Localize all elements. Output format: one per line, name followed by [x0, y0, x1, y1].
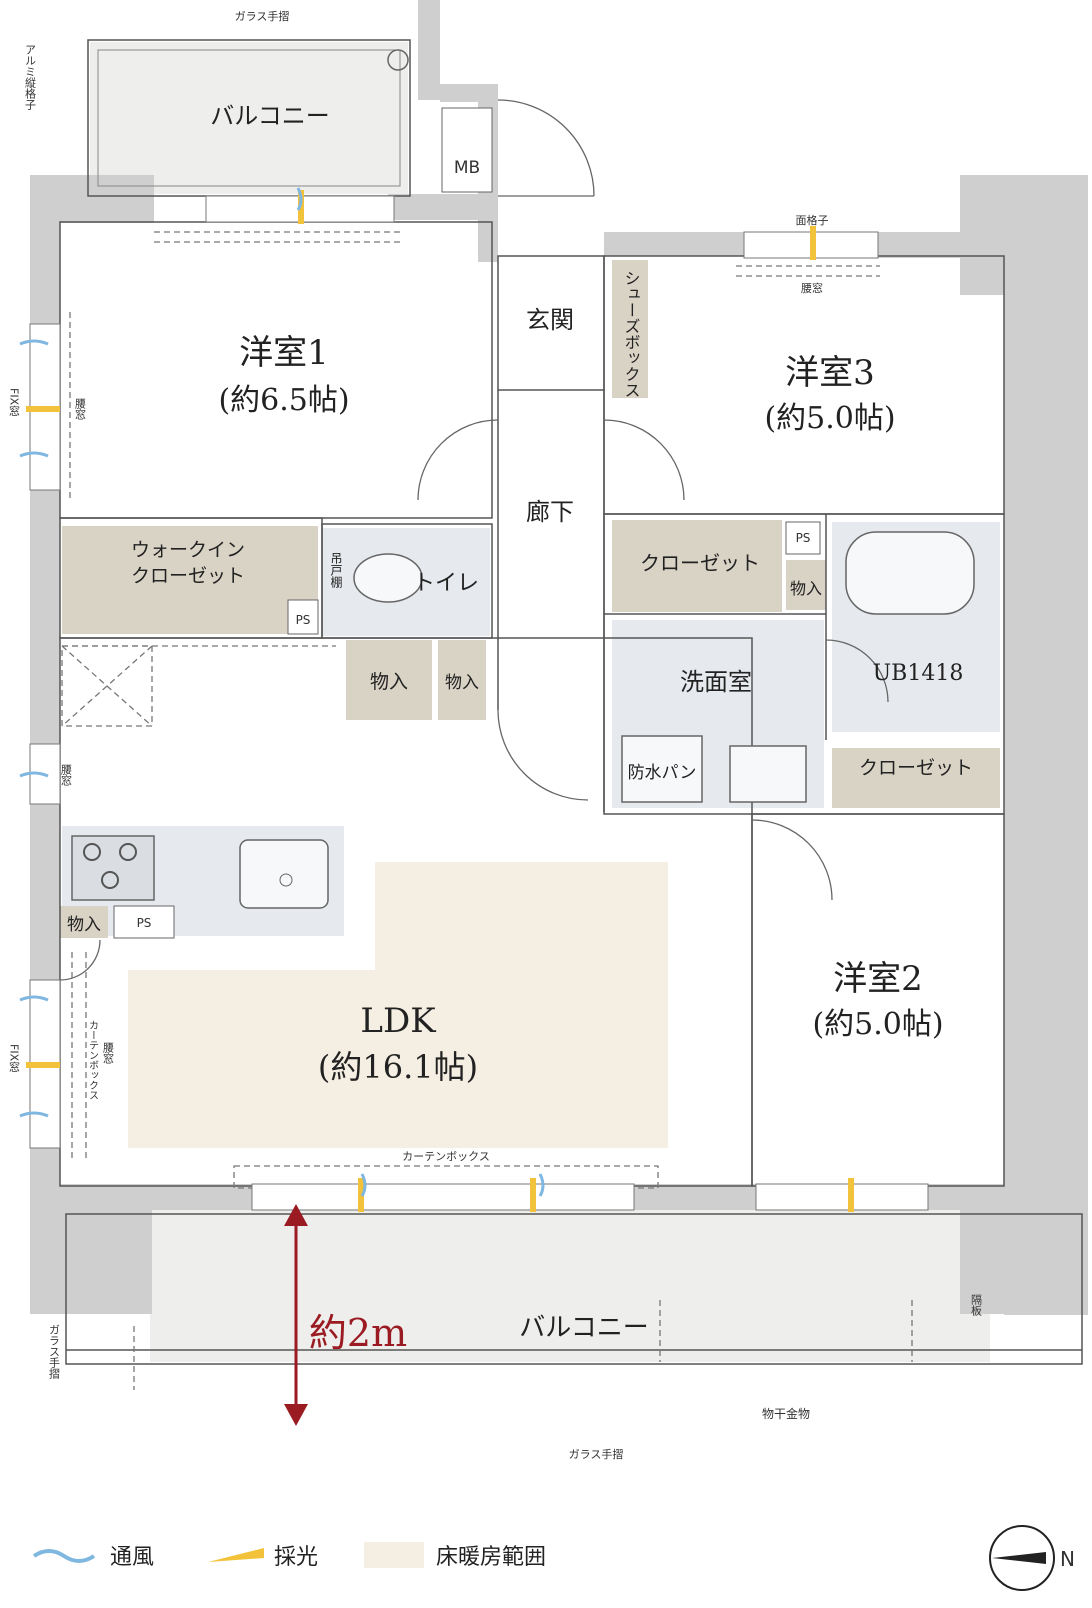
compass: N — [989, 1525, 1075, 1591]
stove — [71, 835, 155, 901]
walkin-label-2: クローゼット — [131, 565, 245, 587]
ps2-label: PS — [796, 531, 811, 545]
glass-rail-top: ガラス手摺 — [235, 9, 290, 23]
ps3-label: PS — [137, 916, 152, 930]
interior-walls — [59, 39, 1083, 1365]
top-rail — [97, 49, 401, 187]
burners — [83, 843, 137, 889]
room2-size: (約5.0帖) — [812, 1007, 943, 1042]
legend-wind: 通風 — [110, 1545, 154, 1570]
depth-arrow — [284, 1204, 308, 1426]
north-arrow-icon — [992, 1552, 1046, 1564]
window-room2 — [755, 1183, 929, 1211]
legend: 通風 採光 床暖房範囲 — [32, 1542, 546, 1570]
legend-floor-heating: 床暖房範囲 — [436, 1545, 546, 1570]
ps1-label: PS — [296, 613, 311, 627]
storage-small-floor — [786, 560, 826, 610]
mb-label: MB — [454, 158, 480, 178]
walls — [30, 0, 1088, 1315]
hallway-label: 廊下 — [526, 498, 574, 526]
ldk-size: (約16.1帖) — [318, 1048, 478, 1086]
closet2-floor — [832, 748, 1000, 808]
storage1-label: 物入 — [370, 671, 408, 693]
room1-size: (約6.5帖) — [218, 383, 349, 418]
washroom-label: 洗面室 — [680, 668, 752, 696]
shoebox-floor — [612, 260, 648, 398]
storage1-floor — [346, 640, 432, 720]
storage-small-label: 物入 — [790, 579, 822, 598]
face-lattice: 面格子 — [796, 213, 829, 227]
waterproof-pan — [621, 735, 703, 803]
toilet-shelf-label: 吊戸棚 — [329, 552, 343, 589]
kitchen-storage-floor — [58, 906, 108, 938]
alumi-lattice: アルミ縦格子 — [24, 44, 37, 110]
storage2-label: 物入 — [445, 673, 479, 693]
waist-window-3: 腰窓 — [801, 281, 823, 295]
genkan-label: 玄関 — [526, 306, 574, 334]
bath-label: UB1418 — [873, 661, 964, 686]
fix-window-1: FIX窓 — [8, 388, 21, 416]
walkin-closet-floor — [62, 526, 318, 634]
storage2-floor — [438, 640, 486, 720]
bathtub — [845, 531, 975, 615]
wash-basin — [729, 745, 807, 803]
glass-rail-left: ガラス手摺 — [48, 1324, 61, 1380]
ps2-box — [785, 521, 821, 555]
partition: 隔板 — [970, 1294, 983, 1317]
wind-markers — [19, 187, 545, 1197]
walkin-label-1: ウォークイン — [131, 539, 245, 561]
dashed-lines — [61, 231, 913, 1390]
compass-north: N — [1060, 1547, 1075, 1571]
ps3-box — [113, 905, 175, 939]
light-legend-icon — [208, 1548, 264, 1562]
kitchen-storage-label: 物入 — [67, 915, 101, 935]
ldk-name: LDK — [360, 1001, 436, 1041]
sink-drain — [279, 873, 293, 887]
ps1-box — [287, 599, 319, 635]
floor-heating-area — [128, 862, 668, 1148]
balcony-top-floor — [90, 42, 408, 194]
room3-size: (約5.0帖) — [764, 401, 895, 436]
depth-label: 約2m — [309, 1311, 407, 1355]
waist-window-ldk: 腰窓 — [102, 1042, 115, 1064]
closet3-label: クローゼット — [640, 551, 760, 575]
room1-name: 洋室1 — [239, 333, 329, 373]
floor-heating-legend-icon — [364, 1542, 424, 1568]
fix-window-2: FIX窓 — [8, 1044, 21, 1072]
balcony-bottom-label: バルコニー — [519, 1313, 648, 1343]
shoebox-label: シューズボックス — [622, 270, 641, 398]
doors — [59, 99, 889, 981]
room3-name: 洋室3 — [785, 353, 875, 393]
legend-light: 採光 — [274, 1545, 318, 1570]
closet2-label: クローゼット — [859, 757, 973, 779]
toilet-label: トイレ — [413, 571, 479, 596]
mb-box — [441, 107, 493, 193]
drying-hardware: 物干金物 — [762, 1406, 810, 1421]
waist-window-kitchen: 腰窓 — [60, 764, 73, 786]
balcony-top-label: バルコニー — [210, 102, 330, 130]
room2-name: 洋室2 — [833, 959, 923, 999]
drain-top — [387, 49, 409, 71]
window-ldk — [251, 1183, 635, 1211]
toilet-bowl — [353, 553, 423, 603]
curtain-box: カーテンボックス — [402, 1150, 490, 1163]
waterproof-pan-label: 防水パン — [628, 763, 697, 783]
closet3-floor — [612, 520, 782, 612]
curtain-box-side: カーテンボックス — [87, 1020, 99, 1100]
waist-window-1: 腰窓 — [74, 398, 87, 420]
wind-legend-icon — [32, 1549, 96, 1563]
glass-rail-bottom: ガラス手摺 — [569, 1447, 624, 1461]
